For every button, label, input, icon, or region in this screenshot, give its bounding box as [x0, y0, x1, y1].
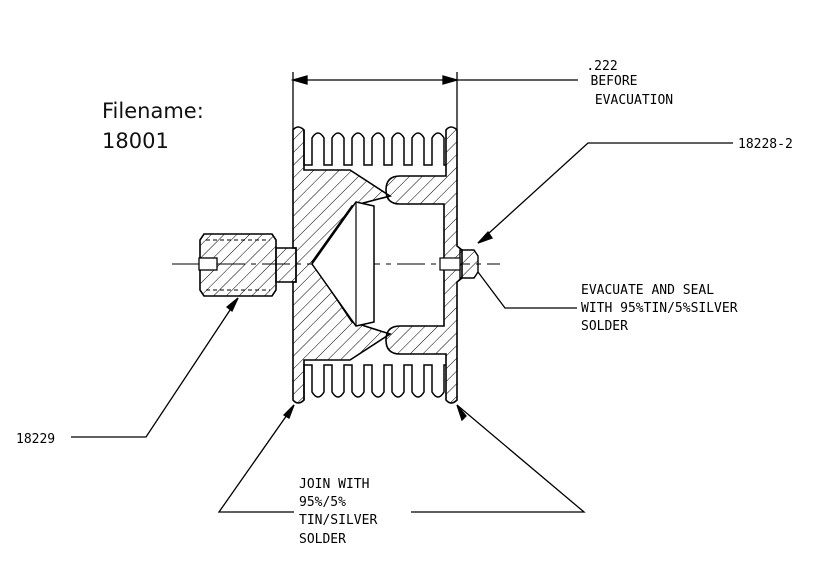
leader-join-right-arrow [456, 404, 467, 422]
callout-plug-part: 18228-2 [738, 137, 793, 152]
filename-value: 18001 [102, 129, 169, 153]
leader-join-right [411, 404, 586, 513]
leader-lines [71, 142, 733, 513]
join-note-line1: JOIN WITH [299, 477, 369, 492]
filename-block: Filename: 18001 [102, 99, 204, 153]
screw-part [198, 233, 297, 297]
dimension-note-line2: EVACUATION [595, 93, 673, 108]
screw-shank [275, 247, 297, 283]
left-plate [292, 126, 392, 404]
dimension-group [290, 72, 578, 130]
leader-screw-arrow [225, 297, 239, 313]
bellows-bottom [303, 364, 446, 400]
leader-plug [477, 142, 733, 244]
evacuate-note-line2: WITH 95%TIN/5%SILVER [581, 301, 738, 316]
leader-screw [71, 297, 239, 438]
leader-plug-arrow [477, 230, 494, 244]
join-note-line3: TIN/SILVER [299, 513, 377, 528]
callout-screw-part: 18229 [16, 432, 55, 447]
plug-stem [439, 257, 461, 271]
filename-label: Filename: [102, 99, 204, 123]
screw-body [199, 233, 277, 297]
evacuate-note-line3: SOLDER [581, 319, 628, 334]
dimension-arrow-right [442, 75, 460, 85]
leader-evacuate [477, 271, 577, 309]
evacuate-note-line1: EVACUATE AND SEAL [581, 283, 714, 298]
dimension-arrow-left [290, 75, 308, 85]
leader-join-left [217, 404, 295, 513]
dimension-note-line1: BEFORE [591, 74, 638, 89]
cone-element [311, 201, 375, 327]
bellows-top [303, 130, 446, 166]
join-note-line4: SOLDER [299, 532, 346, 547]
dimension-value: .222 [586, 59, 617, 74]
join-note-line2: 95%/5% [299, 495, 346, 510]
plug-head [459, 249, 479, 279]
leader-join-left-arrow [282, 404, 295, 419]
screw-slot [198, 257, 218, 271]
